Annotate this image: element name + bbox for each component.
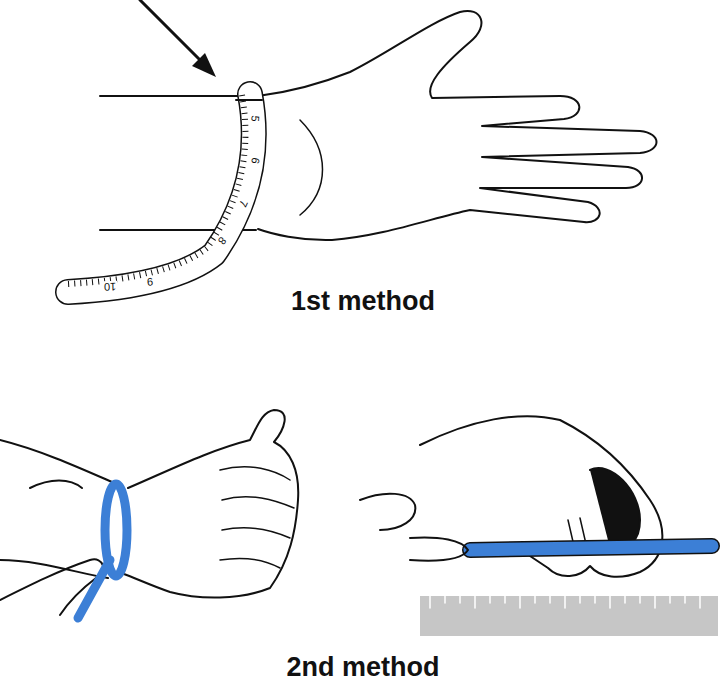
finger-line xyxy=(222,528,290,538)
ruler xyxy=(420,596,718,636)
arm-top-line xyxy=(100,95,256,97)
string-on-ruler xyxy=(360,416,718,636)
thumb-nail-shadow xyxy=(590,468,640,548)
tape-body xyxy=(68,94,254,292)
tape-number: 9 xyxy=(145,275,154,287)
arrow-shaft xyxy=(140,0,205,65)
method-caption: 2nd method xyxy=(287,652,440,683)
tape-fold xyxy=(236,99,262,101)
tape-number: 10 xyxy=(103,280,118,291)
finger-line xyxy=(220,558,280,568)
holding-thumb xyxy=(30,481,82,489)
left-finger xyxy=(410,538,468,561)
string-outline xyxy=(470,546,712,550)
string-end xyxy=(78,560,110,618)
tape-number: 6 xyxy=(249,155,261,165)
left-thumb xyxy=(360,494,415,530)
fist-outline xyxy=(124,410,298,598)
tape-number: 5 xyxy=(249,113,261,122)
tape-edge xyxy=(68,94,254,292)
finger-line xyxy=(222,497,294,508)
tape-ticks xyxy=(68,95,245,284)
method-caption: 1st method xyxy=(291,286,435,317)
palm-crease xyxy=(300,120,323,215)
fist-with-string xyxy=(0,410,298,618)
blue-string xyxy=(470,546,712,550)
ruler-ticks xyxy=(430,596,700,608)
pointer-arrow xyxy=(140,0,216,77)
hand-outline xyxy=(258,11,657,240)
arrow-head xyxy=(192,53,216,77)
forearm-bottom xyxy=(0,560,108,578)
tape-measure xyxy=(68,94,262,292)
finger-line xyxy=(220,467,290,480)
open-hand xyxy=(100,11,657,240)
forearm-top xyxy=(0,440,112,482)
